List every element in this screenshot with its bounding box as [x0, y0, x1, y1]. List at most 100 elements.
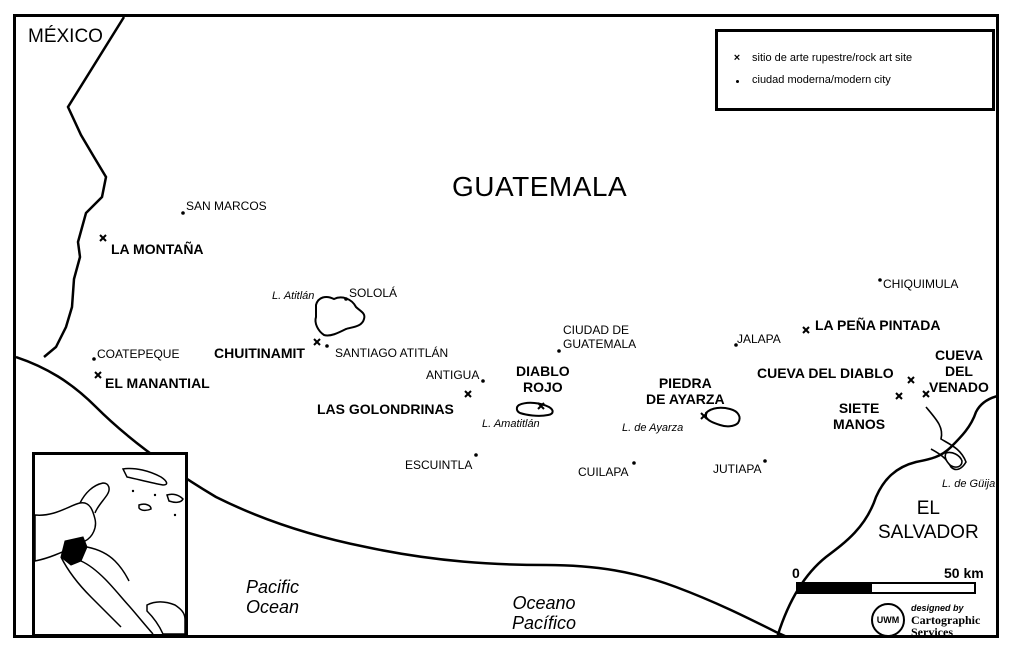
lake-label-atitlan: L. Atitlán: [272, 290, 315, 302]
city-label-jalapa: JALAPA: [737, 332, 781, 346]
site-label-cueva-del-venado: CUEVA DEL VENADO: [929, 347, 989, 395]
site-label-piedra-de-ayarza: PIEDRA DE AYARZA: [646, 375, 725, 407]
city-label-san-marcos: SAN MARCOS: [186, 199, 267, 213]
inset-caribbean-coast: [86, 546, 130, 582]
rock-art-crosses: [94, 234, 930, 420]
inset-central-america: [80, 560, 154, 634]
site-label-las-golondrinas: LAS GOLONDRINAS: [317, 401, 454, 417]
mexico-border: [43, 17, 126, 358]
inset-island-2: [131, 489, 135, 493]
site-label-cueva-del-diablo: CUEVA DEL DIABLO: [757, 365, 894, 381]
pacific-es-line-1: Oceano: [512, 593, 576, 613]
lake-ayarza: [705, 406, 741, 428]
site-cross-las-golondrinas: [464, 390, 472, 398]
el-salvador-line-1: EL: [916, 498, 940, 519]
siete-manos-line-1: SIETE: [838, 400, 880, 416]
country-label-el-salvador: EL SALVADOR: [878, 497, 979, 545]
city-dot-chiquimula: [878, 278, 882, 282]
map-frame: MÉXICO GUATEMALA EL SALVADOR Pacific Oce…: [13, 14, 999, 638]
scale-label-end: 50 km: [944, 565, 984, 581]
ciudad-guatemala-line-1: CIUDAD DE: [563, 323, 630, 337]
pacific-en-line-1: Pacific: [246, 577, 300, 597]
inset-hispaniola: [166, 493, 184, 504]
site-label-la-montana: LA MONTAÑA: [111, 241, 204, 257]
city-dot-santiago-atitlan: [325, 344, 329, 348]
pacific-en-line-2: Ocean: [246, 597, 300, 617]
inset-locator-map: [32, 452, 188, 635]
lake-guija: [944, 451, 963, 468]
site-label-la-pena-pintada: LA PEÑA PINTADA: [815, 317, 941, 333]
site-cross-siete-manos: [895, 392, 903, 400]
lake-label-guija: L. de Güija: [942, 478, 996, 490]
el-salvador-border: [776, 395, 996, 635]
site-cross-la-montana: [99, 234, 107, 242]
city-label-ciudad-guatemala: CIUDAD DE GUATEMALA: [563, 323, 636, 351]
city-label-solola: SOLOLÁ: [349, 286, 398, 300]
scale-label-zero: 0: [792, 565, 800, 581]
diablo-rojo-line-2: ROJO: [522, 379, 563, 395]
siete-manos-line-2: MANOS: [833, 416, 886, 432]
inset-mexico-coast: [35, 502, 97, 562]
city-dot-escuintla: [474, 453, 478, 457]
cueva-del-venado-line-2: DEL: [944, 363, 973, 379]
city-dot-solola: [344, 297, 348, 301]
site-cross-diablo-rojo: [537, 402, 545, 410]
ocean-label-pacific-en: Pacific Ocean: [246, 577, 299, 617]
city-label-jutiapa: JUTIAPA: [713, 462, 762, 476]
pacific-es-line-2: Pacífico: [512, 613, 577, 633]
cueva-del-venado-line-3: VENADO: [929, 379, 989, 395]
site-cross-piedra-de-ayarza: [700, 412, 708, 420]
city-label-santiago-atitlan: SANTIAGO ATITLÁN: [335, 346, 449, 360]
ciudad-guatemala-line-2: GUATEMALA: [563, 337, 637, 351]
legend-row-city: ciudad moderna/modern city: [730, 74, 891, 86]
city-label-antigua: ANTIGUA: [426, 368, 480, 382]
country-label-mexico: MÉXICO: [28, 26, 103, 47]
inset-map-svg: [35, 467, 185, 634]
rock-art-cross-icon: ×: [733, 52, 741, 64]
city-dots: [92, 211, 882, 465]
ocean-label-pacific-es: Oceano Pacífico: [512, 593, 576, 633]
inset-guatemala: [60, 536, 88, 566]
city-label-cuilapa: CUILAPA: [578, 465, 629, 479]
basemap: [16, 17, 996, 635]
city-dot-antigua: [481, 379, 485, 383]
inset-south-america: [146, 601, 185, 634]
city-label-escuintla: ESCUINTLA: [405, 458, 473, 472]
legend-row-rock-art: × sitio de arte rupestre/rock art site: [730, 52, 912, 64]
site-label-chuitinamit: CHUITINAMIT: [214, 345, 305, 361]
inset-yucatan: [79, 482, 110, 514]
legend-city-label: ciudad moderna/modern city: [752, 74, 891, 86]
credit-cartographic: Cartographic: [911, 613, 981, 627]
piedra-de-ayarza-line-2: DE AYARZA: [646, 391, 725, 407]
city-dot-jalapa: [734, 343, 738, 347]
lake-atitlan: [314, 296, 366, 337]
map-legend: × sitio de arte rupestre/rock art site c…: [715, 29, 995, 111]
site-cross-el-manantial: [94, 371, 102, 379]
city-label-coatepeque: COATEPEQUE: [97, 347, 180, 361]
cartographic-credit: UWM designed by Cartographic Services: [871, 601, 996, 638]
site-cross-la-pena-pintada: [802, 326, 810, 334]
diablo-rojo-line-1: DIABLO: [516, 363, 570, 379]
site-label-siete-manos: SIETE MANOS: [833, 400, 885, 432]
lake-label-amatitlan: L. Amatitlán: [482, 418, 540, 430]
site-label-el-manantial: EL MANANTIAL: [105, 375, 210, 391]
uwm-logo-icon: UWM: [871, 603, 905, 635]
site-label-diablo-rojo: DIABLO ROJO: [516, 363, 570, 395]
region-title-guatemala: GUATEMALA: [452, 171, 628, 202]
cueva-del-venado-line-1: CUEVA: [934, 347, 983, 363]
city-dot-ciudad-guatemala: [557, 349, 561, 353]
city-dot-san-marcos: [181, 211, 185, 215]
inset-central-america-pacific: [60, 556, 122, 628]
inset-island-3: [173, 513, 177, 517]
credit-designed-by: designed by: [911, 603, 964, 613]
inset-jamaica: [138, 503, 152, 512]
lake-amatitlan: [515, 401, 554, 417]
piedra-de-ayarza-line-1: PIEDRA: [658, 375, 712, 391]
credit-services: Services: [911, 625, 953, 638]
scale-bar-frame: [796, 582, 976, 594]
pacific-coastline: [16, 355, 786, 635]
city-label-chiquimula: CHIQUIMULA: [883, 277, 959, 291]
el-salvador-line-2: SALVADOR: [878, 522, 979, 543]
legend-rock-art-label: sitio de arte rupestre/rock art site: [752, 52, 913, 64]
site-cross-chuitinamit: [313, 338, 321, 346]
